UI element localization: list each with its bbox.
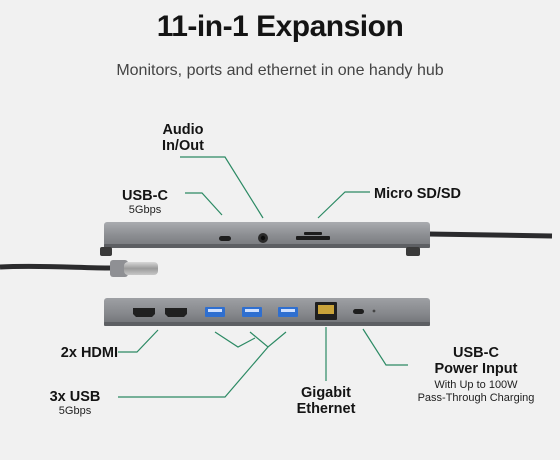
top-hub-cable [427,231,553,239]
hub-front-view [104,298,430,326]
label-usb-title: 3x USB [49,389,101,405]
label-power-line1: USB-C [453,345,499,361]
leader-power [362,328,408,366]
leader-usb-branch [214,331,256,348]
leader-usbc-top [185,192,223,216]
label-power-line2: Power Input [434,361,518,377]
usbc-plug-housing [110,260,128,277]
usbc-power-port [353,309,364,314]
sd-slot [296,236,330,240]
leader-usb [118,346,269,398]
hub-top-view [100,222,430,256]
label-usbc-top-title: USB-C [122,188,168,204]
leader-audio [180,156,264,219]
label-hdmi: 2x HDMI [60,345,118,361]
label-ethernet-line1: Gigabit [301,385,351,401]
label-usbc-top-speed: 5Gbps [128,204,162,216]
hdmi-port-2 [165,308,187,317]
leader-sd [317,191,370,219]
label-usbc-top: USB-C 5Gbps [108,188,182,217]
leader-usb-branch2 [249,331,287,348]
microsd-slot [304,232,322,235]
leader-lines [118,156,408,398]
hdmi-port-1 [133,308,155,317]
label-ethernet: Gigabit Ethernet [286,385,366,417]
label-power: USB-C Power Input With Up to 100W Pass-T… [402,345,550,405]
label-usb-speed: 5Gbps [58,405,92,417]
usbc-data-port [219,236,231,241]
label-audio: Audio In/Out [148,122,218,154]
hub-foot-right [406,247,420,256]
label-audio-line2: In/Out [162,138,204,154]
page-subtitle: Monitors, ports and ethernet in one hand… [116,62,444,79]
label-power-desc2: Pass-Through Charging [417,392,535,404]
label-ethernet-line2: Ethernet [296,401,356,417]
label-power-desc1: With Up to 100W [434,379,518,391]
label-microsd: Micro SD/SD [374,186,462,202]
label-audio-line1: Audio [162,122,204,138]
leader-hdmi [118,329,159,353]
usbc-plug-tip [124,262,158,275]
page-title: 11-in-1 Expansion [156,10,404,43]
usbc-cable [0,263,113,271]
hub-foot-left [100,247,112,256]
label-usb: 3x USB 5Gbps [38,389,112,418]
